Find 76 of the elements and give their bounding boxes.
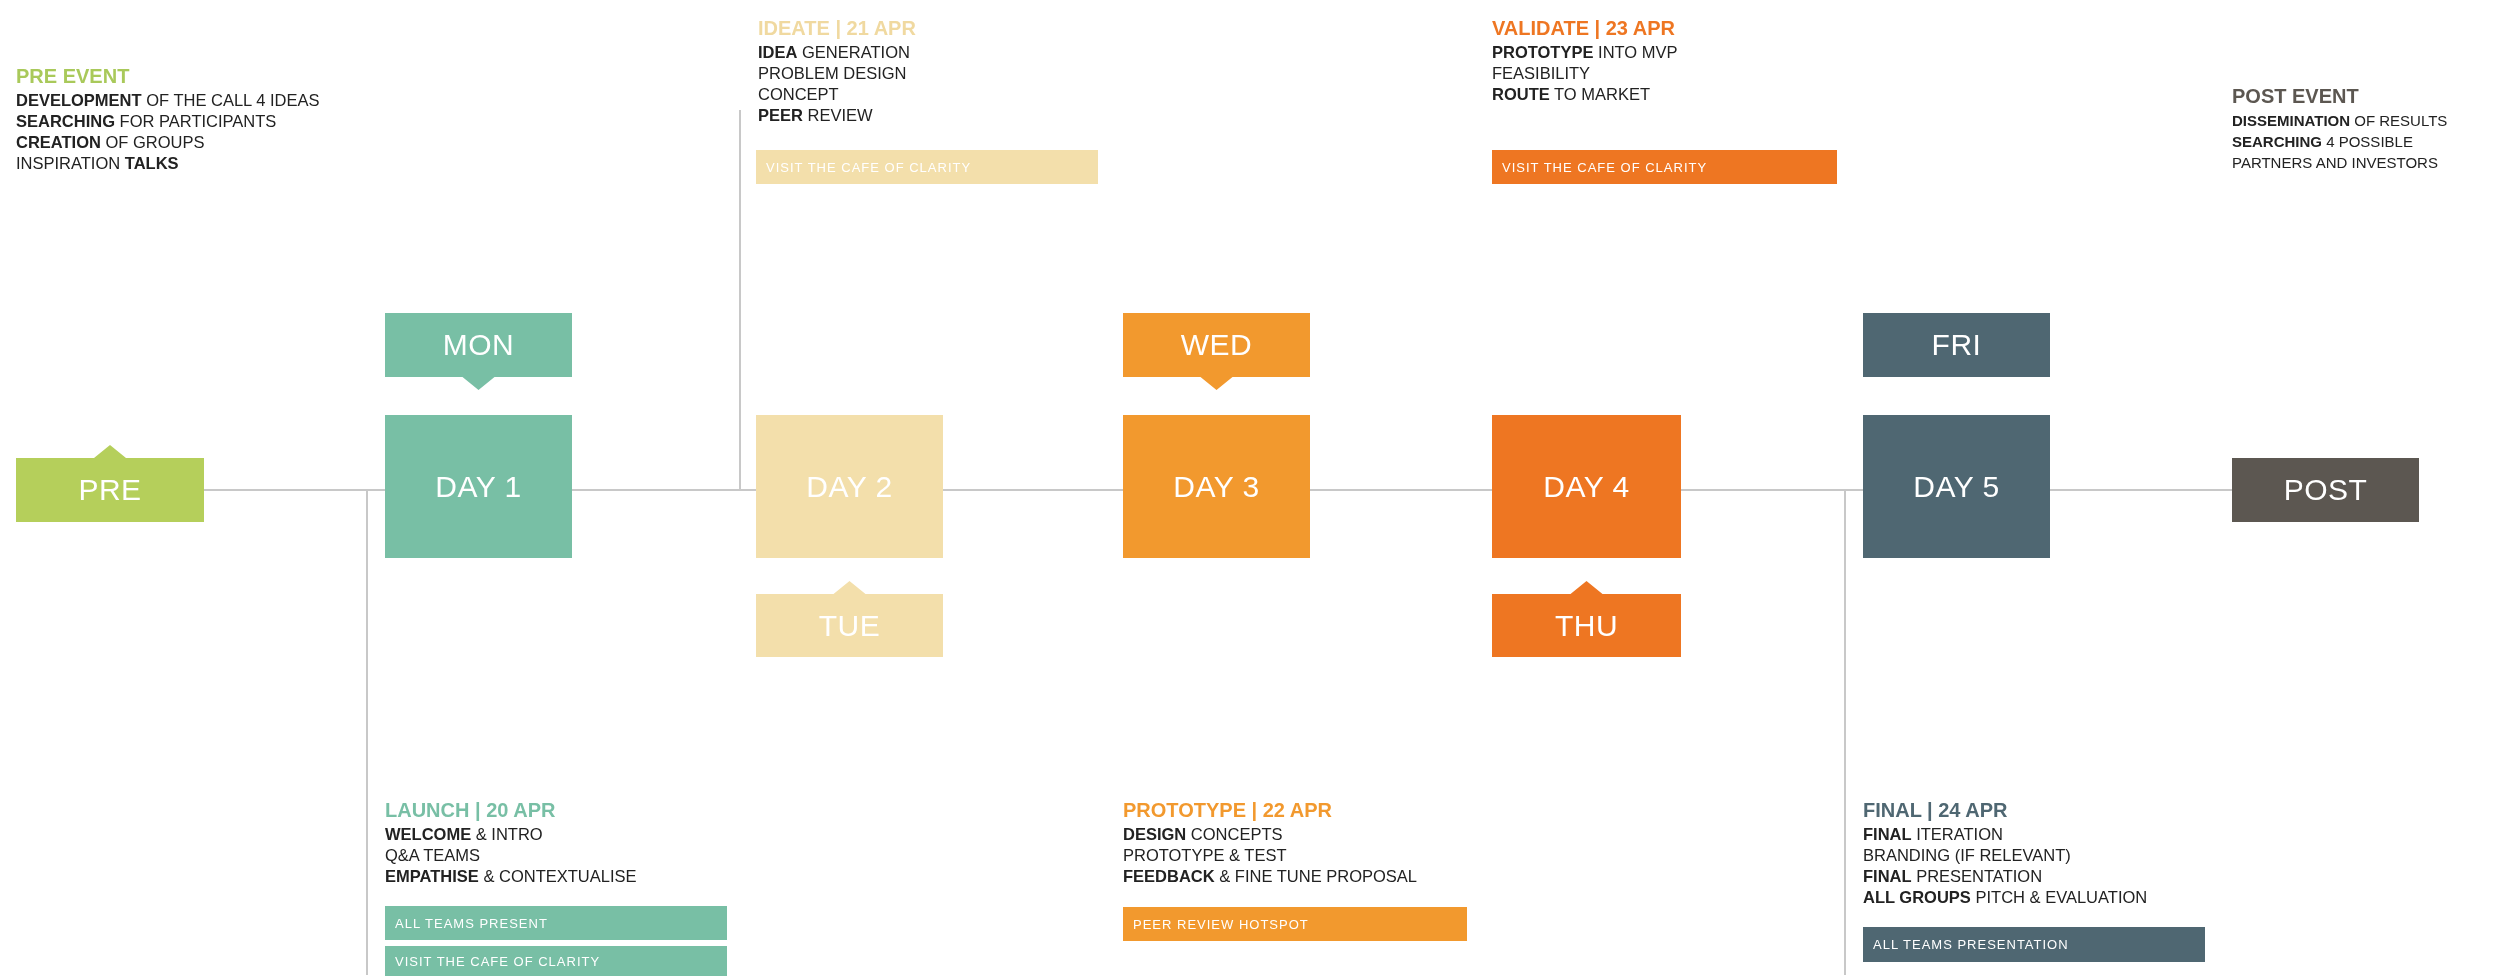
timeline-connector — [203, 489, 386, 491]
timeline-connector — [942, 489, 1124, 491]
phase-heading: VALIDATE | 23 APR — [1492, 16, 1676, 41]
bar-text: ALL TEAMS PRESENTATION — [1873, 937, 2069, 952]
phase-heading: PRE EVENT — [16, 64, 130, 89]
info-bar — [1123, 907, 1467, 941]
activity-line: ALL GROUPS PITCH & EVALUATION — [1863, 887, 2148, 908]
schedule-heading: FINAL | 24 APR — [1863, 798, 2008, 823]
activity-line: DESIGN CONCEPTS — [1123, 824, 1283, 845]
bar-text: VISIT THE CAFE OF CLARITY — [766, 159, 972, 175]
weekday-tag — [1863, 313, 2050, 377]
activity-line: SEARCHING 4 POSSIBLE — [2232, 132, 2413, 152]
activity-line: INSPIRATION TALKS — [16, 153, 179, 174]
activity-line: WELCOME & INTRO — [385, 824, 543, 845]
activity-line: BRANDING (IF RELEVANT) — [1863, 845, 2071, 866]
weekday-tag — [1123, 313, 1310, 390]
day-label: DAY 3 — [1173, 469, 1260, 504]
phase-box — [2232, 458, 2419, 522]
timeline-connector — [571, 489, 757, 491]
activity-line: PROBLEM DESIGN — [758, 63, 907, 84]
info-bar — [756, 150, 1098, 184]
bar-text: PEER REVIEW HOTSPOT — [1133, 916, 1309, 932]
bar-text: VISIT THE CAFE OF CLARITY — [1502, 159, 1708, 175]
day-label: PRE — [78, 473, 142, 507]
activity-line: PARTNERS AND INVESTORS — [2232, 153, 2438, 173]
day-label: MON — [442, 328, 515, 362]
day-label: DAY 1 — [435, 469, 522, 504]
activity-line: DEVELOPMENT OF THE CALL 4 IDEAS — [16, 90, 320, 111]
timeline-connector — [1680, 489, 1864, 491]
weekday-tag — [756, 581, 943, 657]
day-label: THU — [1554, 608, 1619, 643]
activity-line: DISSEMINATION OF RESULTS — [2232, 111, 2448, 131]
day-box — [385, 415, 572, 558]
activity-line: SEARCHING FOR PARTICIPANTS — [16, 111, 277, 132]
info-bar — [1863, 927, 2205, 962]
day-label: DAY 5 — [1913, 469, 2000, 504]
leader-line — [1844, 489, 1846, 976]
day-box — [756, 415, 943, 558]
bar-text: VISIT THE CAFE OF CLARITY — [395, 953, 601, 969]
info-bar — [1492, 150, 1837, 184]
phase-heading: PROTOTYPE | 22 APR — [1123, 798, 1332, 823]
activity-line: PEER REVIEW — [758, 105, 873, 126]
schedule-heading: LAUNCH | 20 APR — [385, 798, 556, 823]
info-bar — [385, 946, 727, 976]
activity-line: PROTOTYPE & TEST — [1123, 845, 1287, 866]
day-label: FRI — [1931, 328, 1982, 362]
activity-line: IDEA GENERATION — [758, 42, 910, 63]
day-box — [1123, 415, 1310, 558]
activity-line: Q&A TEAMS — [385, 845, 481, 866]
activity-line: PROTOTYPE INTO MVP — [1492, 42, 1678, 63]
schedule-heading: IDEATE | 21 APR — [758, 16, 916, 41]
activity-line: EMPATHISE & CONTEXTUALISE — [385, 866, 637, 887]
activity-line: ROUTE TO MARKET — [1492, 84, 1650, 105]
day-label: DAY 2 — [806, 469, 893, 504]
bar-text: ALL TEAMS PRESENT — [395, 915, 548, 931]
activity-line: CONCEPT — [758, 84, 839, 105]
timeline-connector — [1309, 489, 1493, 491]
leader-line — [739, 109, 741, 491]
weekday-tag — [385, 313, 572, 390]
phase-heading: POST EVENT — [2232, 84, 2359, 109]
activity-line: CREATION OF GROUPS — [16, 132, 205, 153]
leader-line — [366, 489, 368, 976]
day-label: WED — [1180, 328, 1253, 362]
day-box — [1492, 415, 1681, 558]
phase-box — [16, 445, 204, 522]
activity-line: FEASIBILITY — [1492, 63, 1591, 84]
weekday-tag — [1492, 581, 1681, 657]
activity-line: FINAL PRESENTATION — [1863, 866, 2043, 887]
day-box — [1863, 415, 2050, 558]
activity-line: FINAL ITERATION — [1863, 824, 2003, 845]
activity-line: FEEDBACK & FINE TUNE PROPOSAL — [1123, 866, 1417, 887]
timeline-connector — [2049, 489, 2233, 491]
day-label: TUE — [818, 608, 881, 643]
day-label: POST — [2283, 473, 2368, 507]
day-label: DAY 4 — [1543, 469, 1630, 504]
info-bar — [385, 906, 727, 940]
